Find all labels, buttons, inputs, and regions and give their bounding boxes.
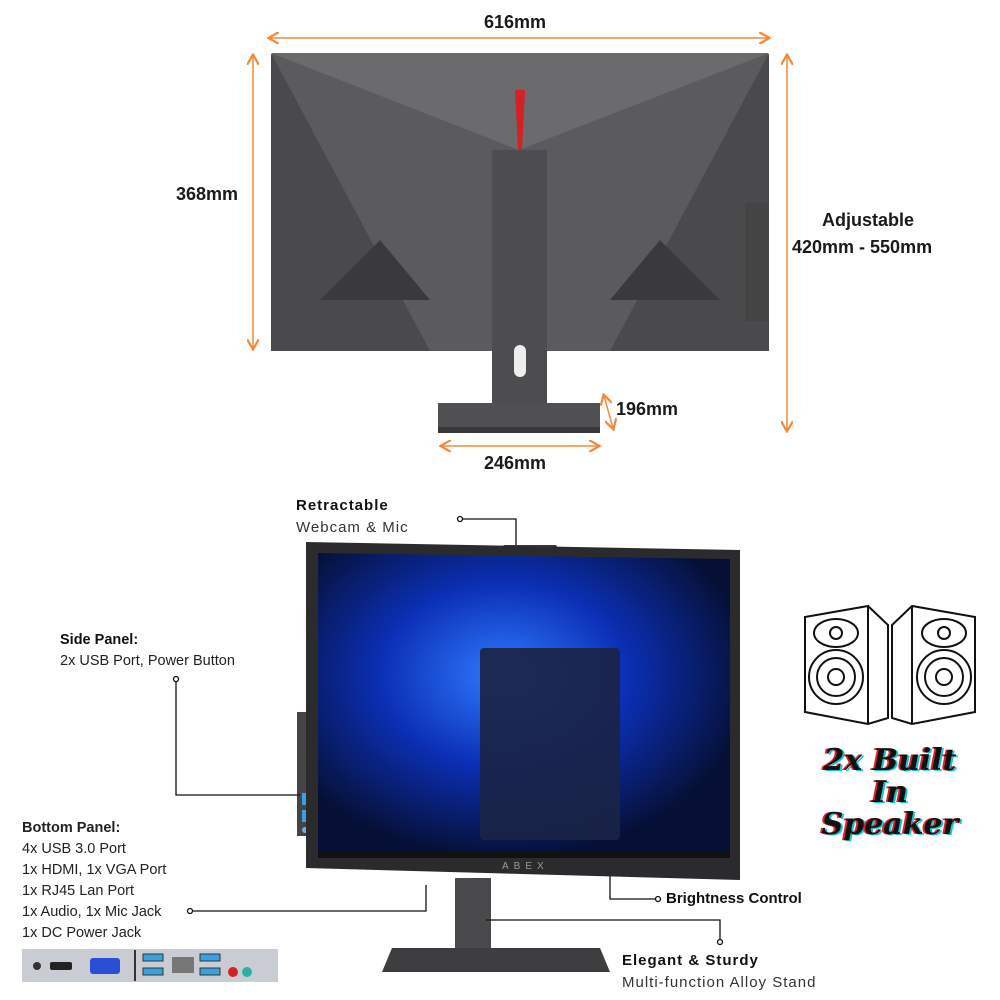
base-depth-dimension: 196mm: [616, 399, 679, 419]
speaker-label-line: Speaker: [821, 807, 959, 842]
speaker-label-line: In: [872, 775, 908, 810]
adjustable-label: Adjustable: [822, 210, 915, 230]
side-panel-text: 2x USB Port, Power Button: [60, 653, 235, 669]
speaker-icon: [804, 604, 976, 726]
monitor-back-view: [271, 53, 769, 433]
brightness-title: Brightness Control: [666, 890, 802, 907]
adjustable-range: 420mm - 550mm: [792, 237, 933, 257]
speaker-label-line: 2x Built: [823, 743, 957, 778]
brand-logo: ABEX: [502, 861, 549, 872]
speaker-label: 2x Built In Speaker: [800, 745, 980, 841]
side-panel-title: Side Panel:: [60, 632, 139, 648]
bottom-panel-title: Bottom Panel:: [22, 820, 121, 836]
spec-item: 1x HDMI, 1x VGA Port: [22, 862, 167, 878]
stand-title: Elegant & Sturdy: [622, 952, 759, 969]
monitor-front-view: [297, 542, 740, 972]
dimension-arrows: [253, 38, 787, 446]
callout-lines: [175, 518, 721, 940]
stand-text: Multi-function Alloy Stand: [622, 974, 817, 991]
webcam-text: Webcam & Mic: [296, 519, 409, 536]
webcam-title: Retractable: [296, 497, 389, 514]
spec-item: 1x DC Power Jack: [22, 925, 142, 941]
height-dimension: 368mm: [176, 184, 239, 204]
spec-item: 1x Audio, 1x Mic Jack: [22, 904, 162, 920]
width-dimension: 616mm: [484, 12, 547, 32]
bottom-port-strip: [22, 949, 278, 982]
spec-item: 1x RJ45 Lan Port: [22, 883, 135, 899]
bottom-panel-specs: Bottom Panel: 4x USB 3.0 Port 1x HDMI, 1…: [22, 818, 166, 944]
base-width-dimension: 246mm: [484, 453, 547, 473]
spec-item: 4x USB 3.0 Port: [22, 841, 126, 857]
